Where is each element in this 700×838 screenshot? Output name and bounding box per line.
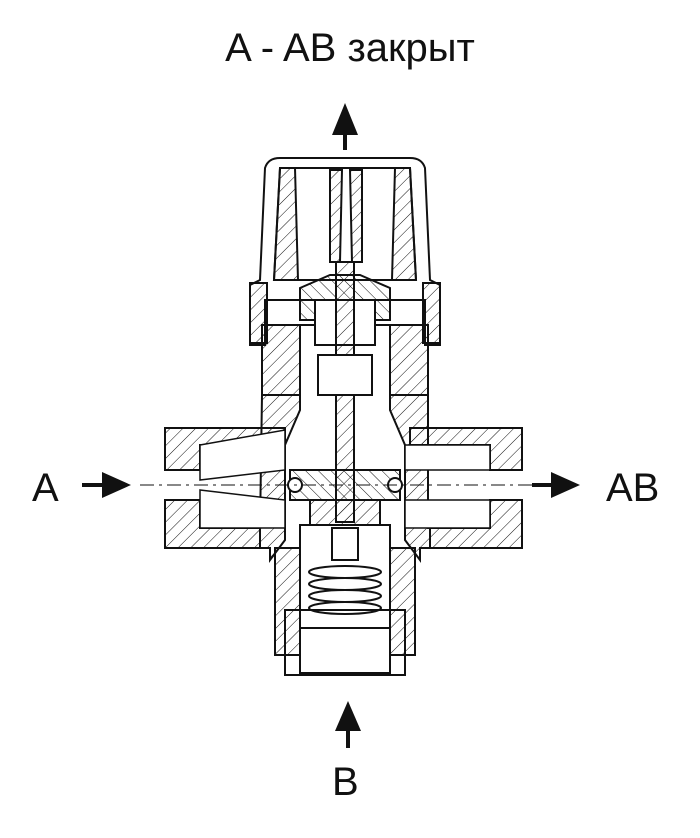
arrow-up-icon [332, 103, 358, 150]
arrow-right-in-icon [82, 472, 131, 498]
spring [299, 524, 391, 615]
flow-channels [199, 429, 491, 529]
port-label-b: B [332, 760, 359, 804]
actuator-cap [249, 157, 441, 346]
diagram-title: A - AB закрыт [225, 26, 475, 70]
valve-stem [317, 261, 373, 523]
port-label-ab: AB [606, 466, 660, 510]
arrow-up-bottom-icon [335, 701, 361, 748]
arrow-right-out-icon [532, 472, 580, 498]
port-label-a: A [32, 466, 59, 510]
valve-disc [287, 469, 403, 526]
